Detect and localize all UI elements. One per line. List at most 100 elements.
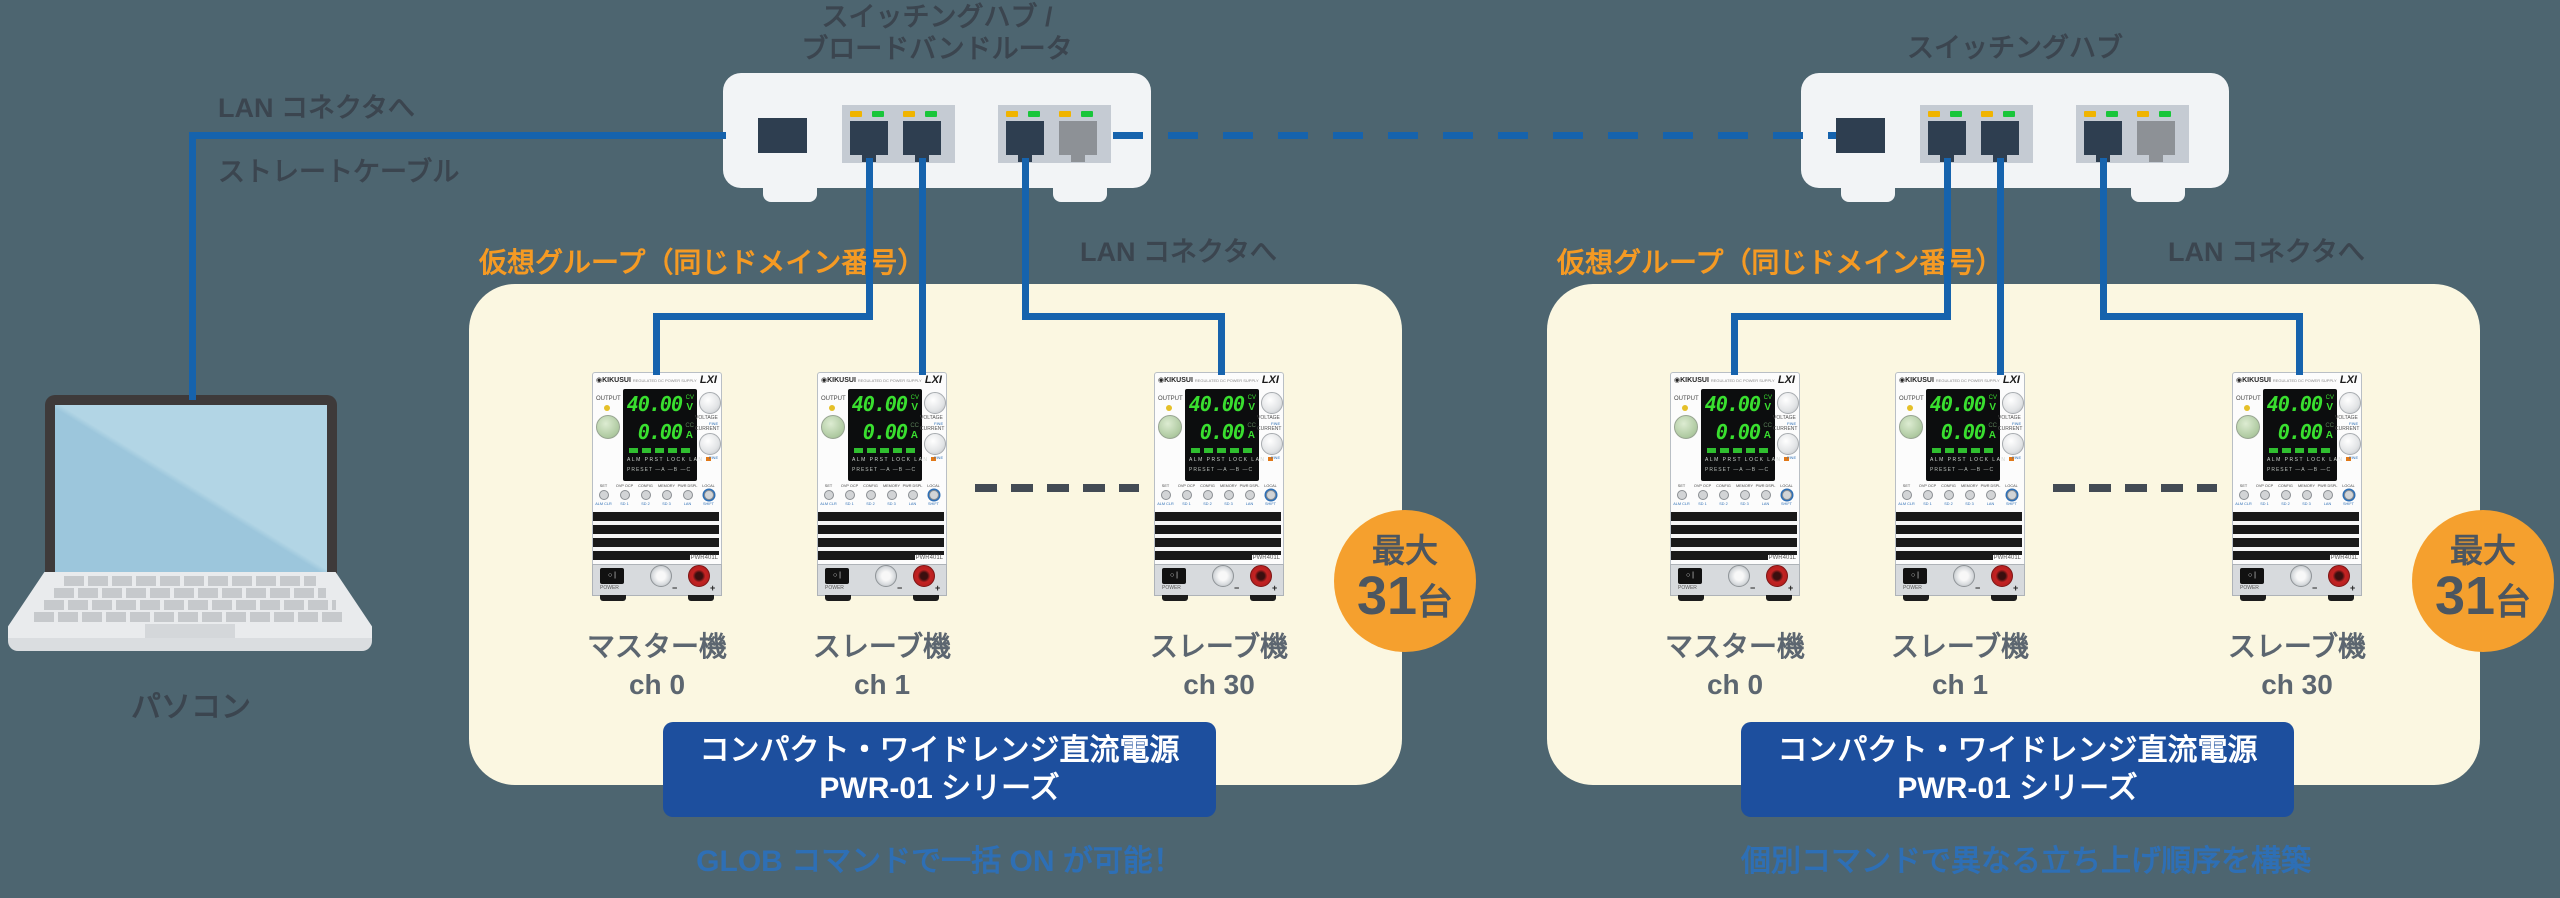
psu-foot xyxy=(1678,595,1704,601)
button-label: PWR DSPL xyxy=(1755,483,1776,488)
max-units-badge: 最大 31台 xyxy=(2412,510,2554,652)
port-led-yellow xyxy=(903,111,915,117)
omitted-devices-dashes xyxy=(2053,484,2217,492)
psu-vent-grille xyxy=(818,512,944,560)
button-label: CONFIG xyxy=(638,483,653,488)
product-box: コンパクト・ワイドレンジ直流電源 PWR-01 シリーズ xyxy=(663,722,1216,817)
virtual-group-label: 仮想グループ（同じドメイン番号） xyxy=(479,247,926,278)
product-box: コンパクト・ワイドレンジ直流電源 PWR-01 シリーズ xyxy=(1741,722,2294,817)
lan-connector-label-hub1: LAN コネクタへ xyxy=(1080,237,1277,267)
button-sublabel: LAN xyxy=(1761,501,1770,506)
display-status-row: ALM PRST LOCK LAN xyxy=(1189,457,1273,463)
voltage-unit: V xyxy=(1764,402,1771,413)
display-status-row: ALM PRST LOCK LAN xyxy=(627,457,711,463)
button xyxy=(1739,490,1750,500)
lan-cable xyxy=(1944,158,1951,320)
badge-prefix: 最大 xyxy=(1372,532,1438,569)
brand-subtitle: REGULATED DC POWER SUPPLY xyxy=(857,378,922,383)
device-label-slave30: スレーブ機 ch 30 xyxy=(2187,628,2407,704)
display-preset-row: PRESET ―A ―B ―C xyxy=(852,467,917,473)
pc-label: パソコン xyxy=(131,691,251,724)
device-label-slave1: スレーブ機 ch 1 xyxy=(772,628,992,704)
lxi-logo: LXI xyxy=(2002,374,2020,386)
voltage-unit: V xyxy=(2326,402,2333,413)
button-label: SET xyxy=(1677,483,1686,488)
laptop-trackpad xyxy=(145,624,235,638)
output-button xyxy=(596,415,620,439)
button-sublabel: SHIFT xyxy=(928,501,939,506)
power-supply-master: ◉KIKUSUI REGULATED DC POWER SUPPLY LXI O… xyxy=(592,372,722,601)
display-indicators xyxy=(1707,448,1769,453)
current-knob xyxy=(1777,433,1799,455)
button xyxy=(907,490,918,500)
port-led-green xyxy=(925,111,937,117)
current-knob-label: CURRENT xyxy=(1257,426,1282,432)
virtual-group: 仮想グループ（同じドメイン番号） ◉KIKUSUI REGULATED DC P… xyxy=(1547,0,2554,898)
button xyxy=(1676,490,1687,500)
current-knob xyxy=(2339,433,2361,455)
current-unit: A xyxy=(685,430,693,441)
plus-sign: + xyxy=(1788,583,1794,593)
button xyxy=(1697,490,1708,500)
plus-sign: + xyxy=(1272,583,1278,593)
positive-terminal xyxy=(2328,565,2350,587)
current-unit: A xyxy=(1763,430,1771,441)
button-sublabel: SD 1 xyxy=(845,501,854,506)
brand-logo: ◉KIKUSUI xyxy=(1899,377,1934,384)
power-switch: ○ | xyxy=(1678,568,1702,584)
button-label: MEMORY xyxy=(1735,483,1754,488)
device-role: スレーブ機 xyxy=(1149,631,1289,662)
device-label-slave30: スレーブ機 ch 30 xyxy=(1109,628,1329,704)
output-led xyxy=(2244,405,2250,411)
brand-logo: ◉KIKUSUI xyxy=(1674,377,1709,384)
button xyxy=(1760,490,1771,500)
lxi-logo: LXI xyxy=(924,374,942,386)
button xyxy=(1718,490,1729,500)
button-label: SET xyxy=(2239,483,2248,488)
button-sublabel: SHIFT xyxy=(2343,501,2354,506)
port-led-green xyxy=(2106,111,2118,117)
button-label: SET xyxy=(1902,483,1911,488)
power-switch-label: POWER xyxy=(600,585,619,591)
brand-logo: ◉KIKUSUI xyxy=(2236,377,2271,384)
laptop-front-edge xyxy=(8,638,372,651)
voltage-unit: V xyxy=(686,402,693,413)
port-led-yellow xyxy=(850,111,862,117)
group-note: 個別コマンドで異なる立ち上げ順序を構築 xyxy=(1741,845,2311,878)
psu-brand: ◉KIKUSUI REGULATED DC POWER SUPPLY xyxy=(596,376,697,384)
device-role: スレーブ機 xyxy=(812,631,952,662)
power-supply-slave: ◉KIKUSUI REGULATED DC POWER SUPPLY LXI O… xyxy=(2232,372,2362,601)
lan-cable xyxy=(653,313,873,320)
psu-foot xyxy=(1766,595,1792,601)
device-role: スレーブ機 xyxy=(1890,631,2030,662)
voltage-knob xyxy=(924,392,946,414)
hub-foot xyxy=(2131,185,2185,202)
psu-brand: ◉KIKUSUI REGULATED DC POWER SUPPLY xyxy=(1158,376,1259,384)
button-label: OVP OCP xyxy=(1693,483,1712,488)
button-sublabel: SD 2 xyxy=(866,501,875,506)
port-led-green xyxy=(2159,111,2171,117)
voltage-knob xyxy=(2002,392,2024,414)
display-preset-row: PRESET ―A ―B ―C xyxy=(2267,467,2332,473)
laptop-screen xyxy=(45,395,337,575)
minus-sign: − xyxy=(1234,583,1240,593)
button-sublabel: SD 2 xyxy=(1719,501,1728,506)
psu-display: 40.00 CV V 0.00 CC A ALM PRST LOCK LAN P… xyxy=(2263,389,2342,481)
button-sublabel: SD 2 xyxy=(1944,501,1953,506)
hub-cascade-dashed-cable xyxy=(1113,132,1843,139)
output-button xyxy=(2236,415,2260,439)
button-label: CONFIG xyxy=(2278,483,2293,488)
pc-laptop xyxy=(8,395,372,657)
button-label: LOCAL xyxy=(1780,483,1793,488)
current-readout: 0.00 xyxy=(1199,420,1245,444)
button-label: OVP OCP xyxy=(615,483,634,488)
group-note: GLOB コマンドで一括 ON が可能！ xyxy=(696,845,1183,878)
